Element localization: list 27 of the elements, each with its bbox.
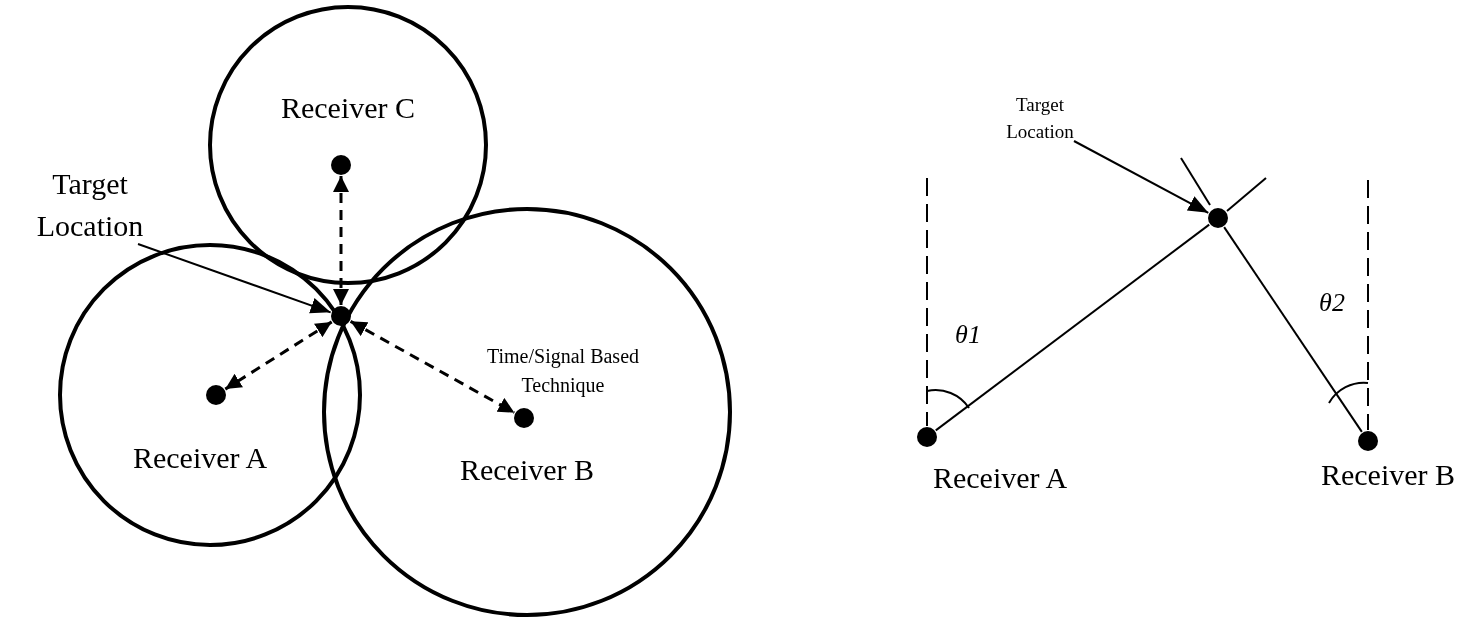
range-circle: [58, 243, 362, 547]
angle-label: θ1: [954, 319, 982, 352]
leader-arrow: [137, 243, 332, 314]
location-dot: [1358, 431, 1378, 451]
location-dot: [1208, 208, 1228, 228]
location-dot: [917, 427, 937, 447]
range-circle: [322, 207, 732, 617]
distance-arrow: [224, 320, 333, 391]
angle-label: θ2: [1318, 287, 1346, 320]
location-dot: [206, 385, 226, 405]
receiver-label: Receiver B: [1319, 456, 1457, 493]
range-circle: [208, 5, 488, 285]
bearing-line: [1223, 226, 1363, 433]
receiver-label: Receiver A: [931, 459, 1069, 496]
distance-arrow: [349, 320, 516, 414]
callout-text: Target Location: [985, 92, 1095, 146]
bearing-line: [934, 223, 1211, 432]
receiver-label: Receiver B: [458, 451, 596, 488]
callout-text: Target Location: [10, 163, 170, 247]
location-dot: [331, 155, 351, 175]
leader-arrow: [1073, 140, 1210, 214]
distance-arrow: [333, 176, 349, 305]
technique-label: Time/Signal Based Technique: [485, 344, 641, 399]
location-dot: [331, 306, 351, 326]
receiver-label: Receiver A: [131, 439, 269, 476]
location-dot: [514, 408, 534, 428]
receiver-label: Receiver C: [279, 89, 417, 126]
